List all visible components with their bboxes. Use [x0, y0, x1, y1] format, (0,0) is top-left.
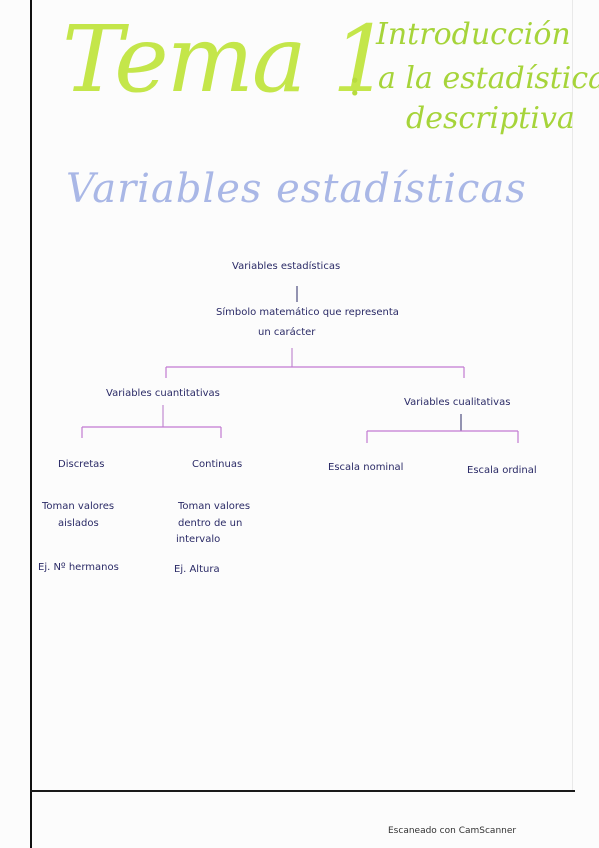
title-colon: : — [348, 59, 362, 105]
continuous-desc-line-1: Toman valores — [178, 501, 251, 512]
node-nominal: Escala nominal — [328, 462, 404, 473]
node-ordinal: Escala ordinal — [467, 465, 537, 476]
paper-bottom-edge — [30, 790, 575, 792]
discrete-desc-line-2: aislados — [58, 518, 99, 529]
page-title: Tema 1 — [62, 6, 391, 113]
node-qualitative: Variables cualitativas — [404, 397, 511, 408]
section-heading: Variables estadísticas — [66, 166, 527, 212]
node-quantitative: Variables cuantitativas — [106, 388, 220, 399]
node-root: Variables estadísticas — [232, 261, 341, 272]
node-definition-line-2: un carácter — [258, 327, 316, 338]
continuous-desc-line-2: dentro de un — [178, 518, 243, 529]
continuous-desc-line-3: intervalo — [176, 534, 221, 545]
subtitle-line-1: Introducción — [376, 17, 571, 52]
paper-left-edge — [30, 0, 32, 848]
subtitle-line-2: a la estadística — [378, 61, 599, 96]
discrete-example: Ej. Nº hermanos — [38, 562, 119, 573]
subtitle-line-3: descriptiva — [406, 101, 575, 136]
paper-right-edge — [572, 0, 573, 790]
continuous-example: Ej. Altura — [174, 564, 220, 575]
scanner-watermark: Escaneado con CamScanner — [388, 826, 517, 836]
discrete-desc-line-1: Toman valores — [42, 501, 115, 512]
node-continuous: Continuas — [192, 459, 243, 470]
node-discrete: Discretas — [58, 459, 105, 470]
node-definition-line-1: Símbolo matemático que representa — [216, 307, 399, 318]
